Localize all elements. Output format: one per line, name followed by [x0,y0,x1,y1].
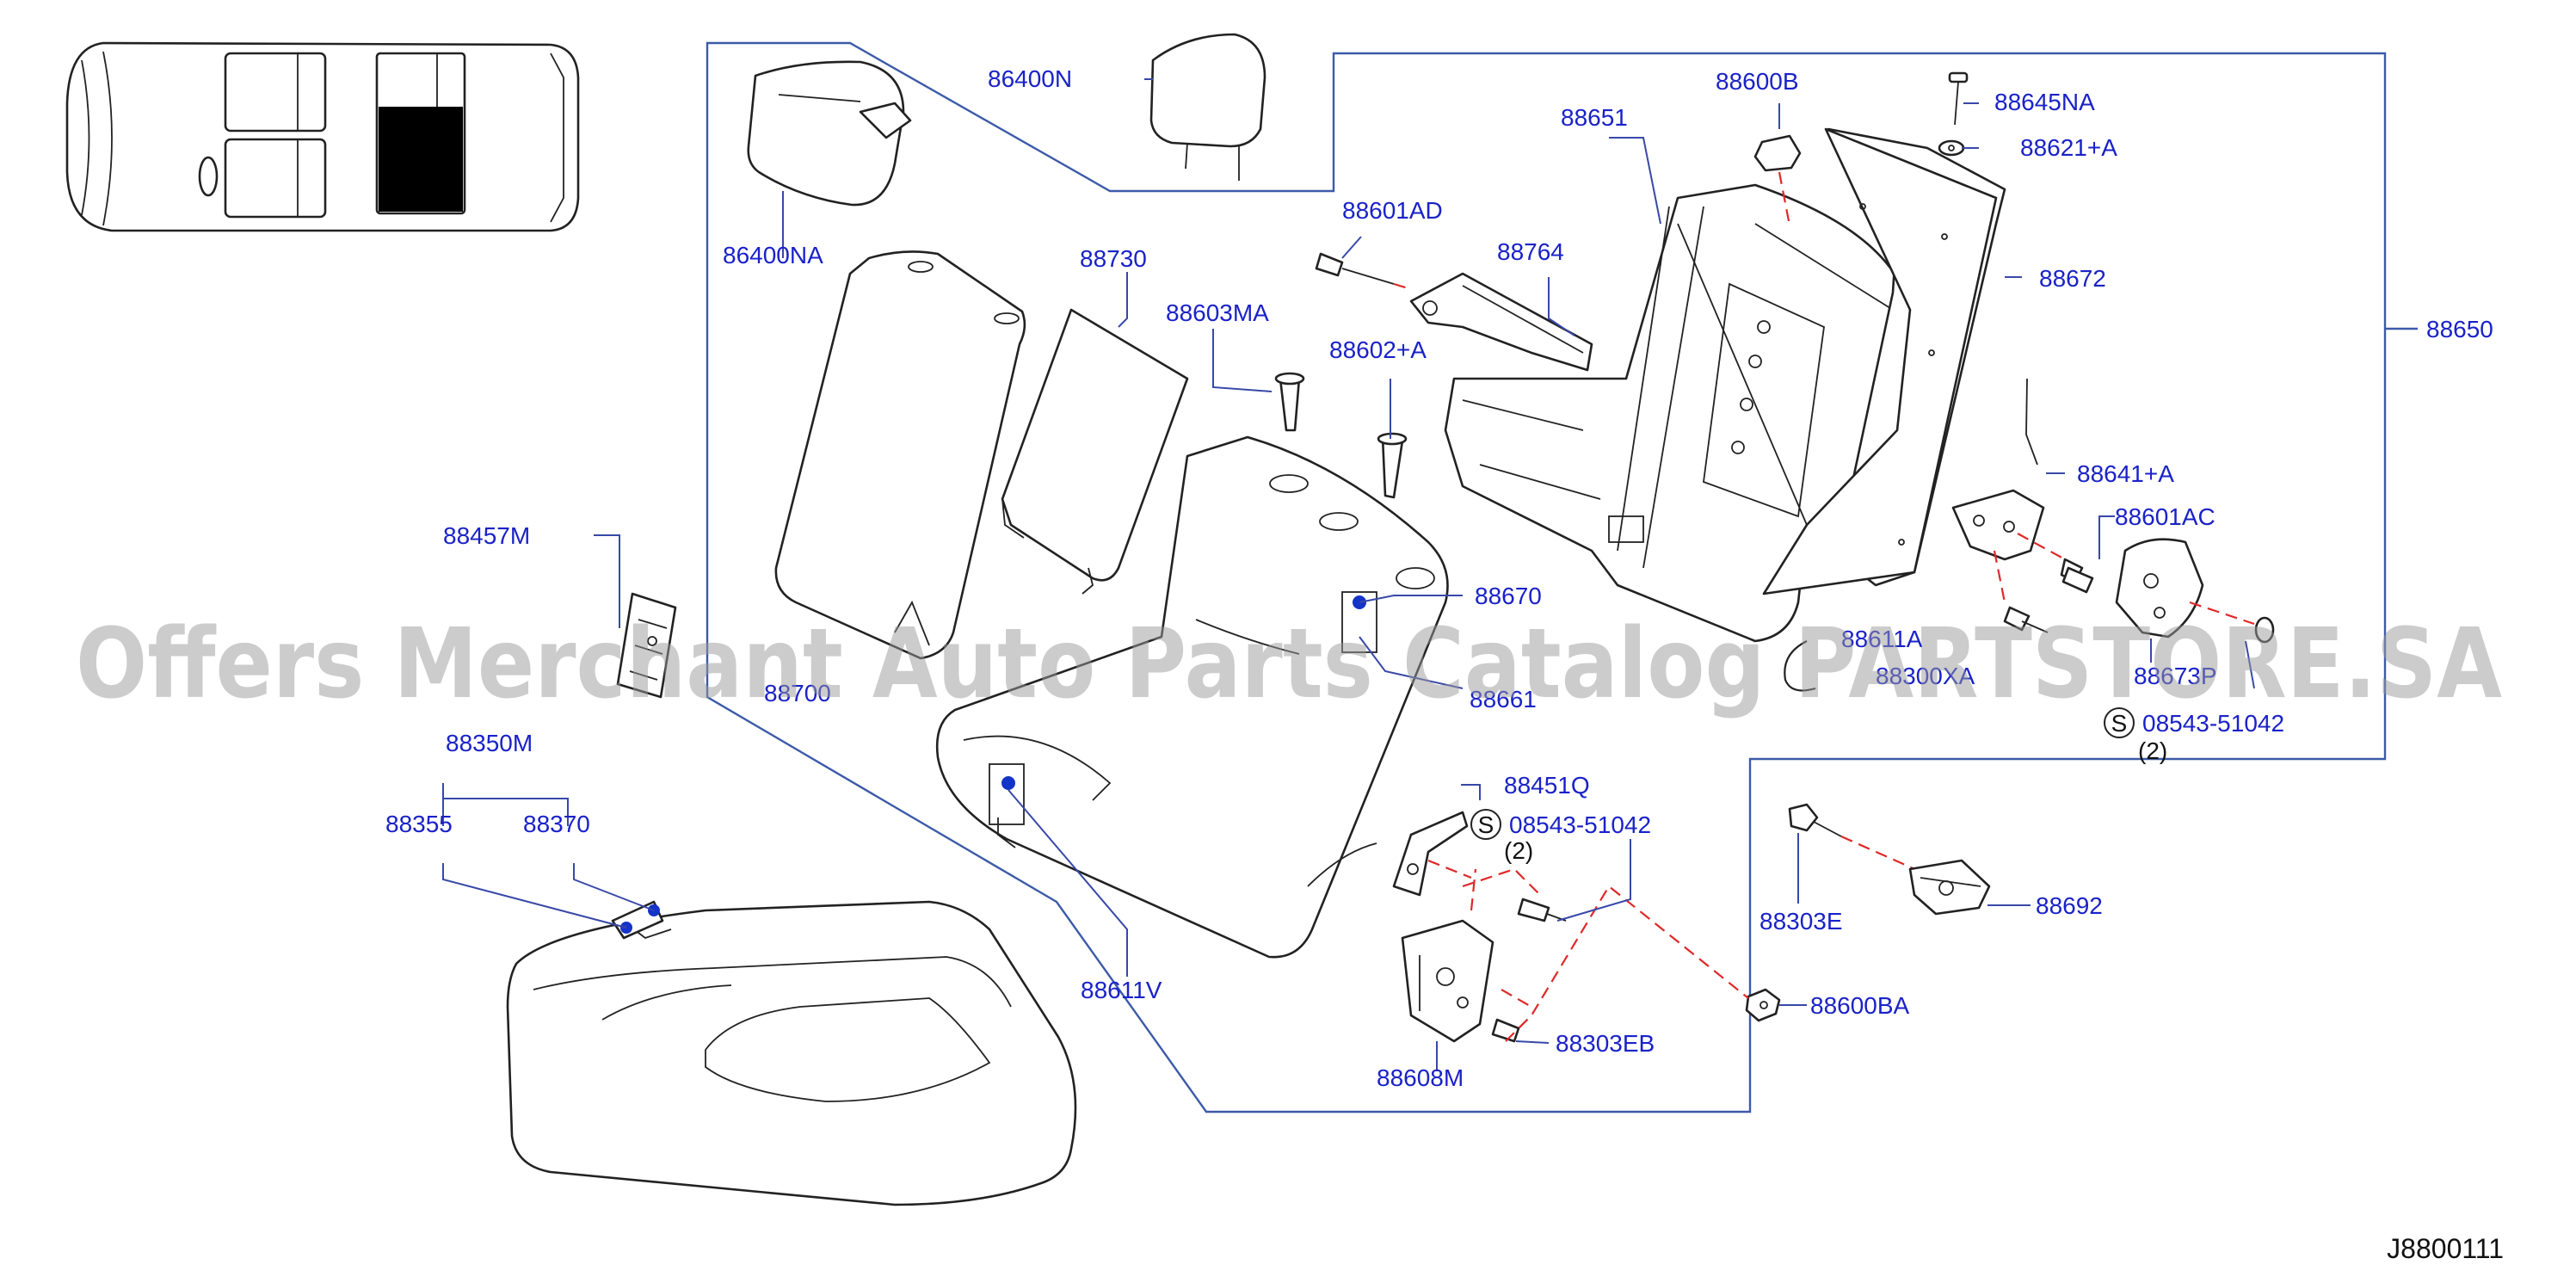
bolt-88601AC [2060,558,2094,594]
svg-text:08543-51042: 08543-51042 [1509,811,1651,838]
callout-88601AC: 88601AC [2115,503,2215,530]
nut-88600BA [1745,988,1781,1022]
callout-88370: 88370 [523,811,590,837]
screw-08543-51042-mid [1517,898,1567,922]
callout-88621A: 88621+A [2020,134,2117,161]
callout-88457M: 88457M [443,522,530,549]
callout-88645NA: 88645NA [1994,89,2095,115]
washer-88621A [1938,139,1965,157]
callout-88303EB: 88303EB [1556,1030,1655,1057]
seat-cushion-88350M [506,900,1077,1206]
nut-88600B [1753,134,1802,226]
callout-08543-51042-right: S 08543-51042 (2) [2104,707,2284,764]
bracket-88457M [616,592,677,699]
vehicle-location-inset [65,41,580,232]
c-ring-88300XA [1784,640,1816,692]
bolt-88611A [2003,606,2049,633]
callout-88611A: 88611A [1841,626,1923,652]
watermark: Offers Merchant Auto Parts Catalog PARTS… [76,608,2502,720]
bolt-88303E [1788,803,1920,873]
callout-88673P: 88673P [2134,663,2217,689]
callout-88661: 88661 [1470,686,1537,713]
callout-88730: 88730 [1080,245,1147,272]
svg-text:(2): (2) [1504,837,1533,864]
callout-88603MA: 88603MA [1166,299,1269,326]
assembly-frame-outline [706,41,2387,1114]
callout-88611V: 88611V [1081,977,1162,1003]
callout-88692: 88692 [2036,892,2103,919]
callout-88600BA: 88600BA [1810,992,1910,1019]
seatback-cover-88700 [774,250,1026,660]
bracket-88451Q [1392,811,1472,897]
callout-88672: 88672 [2039,265,2106,292]
bracket-88764 [1409,272,1593,372]
clip-88603MA [1274,372,1305,432]
callout-86400N: 86400N [988,65,1072,92]
hinge-88692 [1908,859,1991,916]
hinge-88641A [1951,378,2066,603]
cover-88673P [2115,538,2275,644]
headrest-86400NA [747,60,912,207]
callout-88650: 88650 [2426,316,2493,342]
svg-text:S: S [2111,710,2128,737]
seatback-trim-88661 [935,435,1449,959]
callout-88700: 88700 [764,680,831,706]
callout-88601AD: 88601AD [1342,197,1443,224]
callout-88300XA: 88300XA [1876,663,1975,689]
callout-88451Q: 88451Q [1504,772,1590,799]
callout-08543-51042-mid: S 08543-51042 (2) [1470,809,1651,864]
bolt-88601AD [1315,252,1412,291]
callout-88641A: 88641+A [2077,460,2174,487]
callout-86400NA: 86400NA [723,242,823,268]
seatback-pad-88730 [1001,308,1189,595]
bolt-88303EB [1491,1018,1520,1043]
svg-text:S: S [1478,811,1494,838]
callout-88651: 88651 [1561,104,1628,131]
bolt-88645NA [1948,71,1969,126]
headrest-86400N [1149,33,1266,181]
hinge-88608M [1401,919,1494,1043]
callout-88764: 88764 [1497,238,1564,265]
diagram-code: J8800111 [2387,1233,2504,1264]
back-panel-88672 [1762,127,2006,595]
svg-text:(2): (2) [2138,737,2167,764]
callout-88303E: 88303E [1759,908,1843,935]
callout-88600B: 88600B [1716,68,1799,95]
clip-88602A [1377,432,1408,499]
seatback-frame-88651 [1444,183,1912,643]
callout-88355: 88355 [385,811,453,837]
callout-88670: 88670 [1475,583,1542,609]
svg-text:08543-51042: 08543-51042 [2142,710,2284,737]
callout-88350M: 88350M [446,730,533,756]
callout-88608M: 88608M [1377,1064,1464,1091]
callout-88602A: 88602+A [1329,336,1427,363]
